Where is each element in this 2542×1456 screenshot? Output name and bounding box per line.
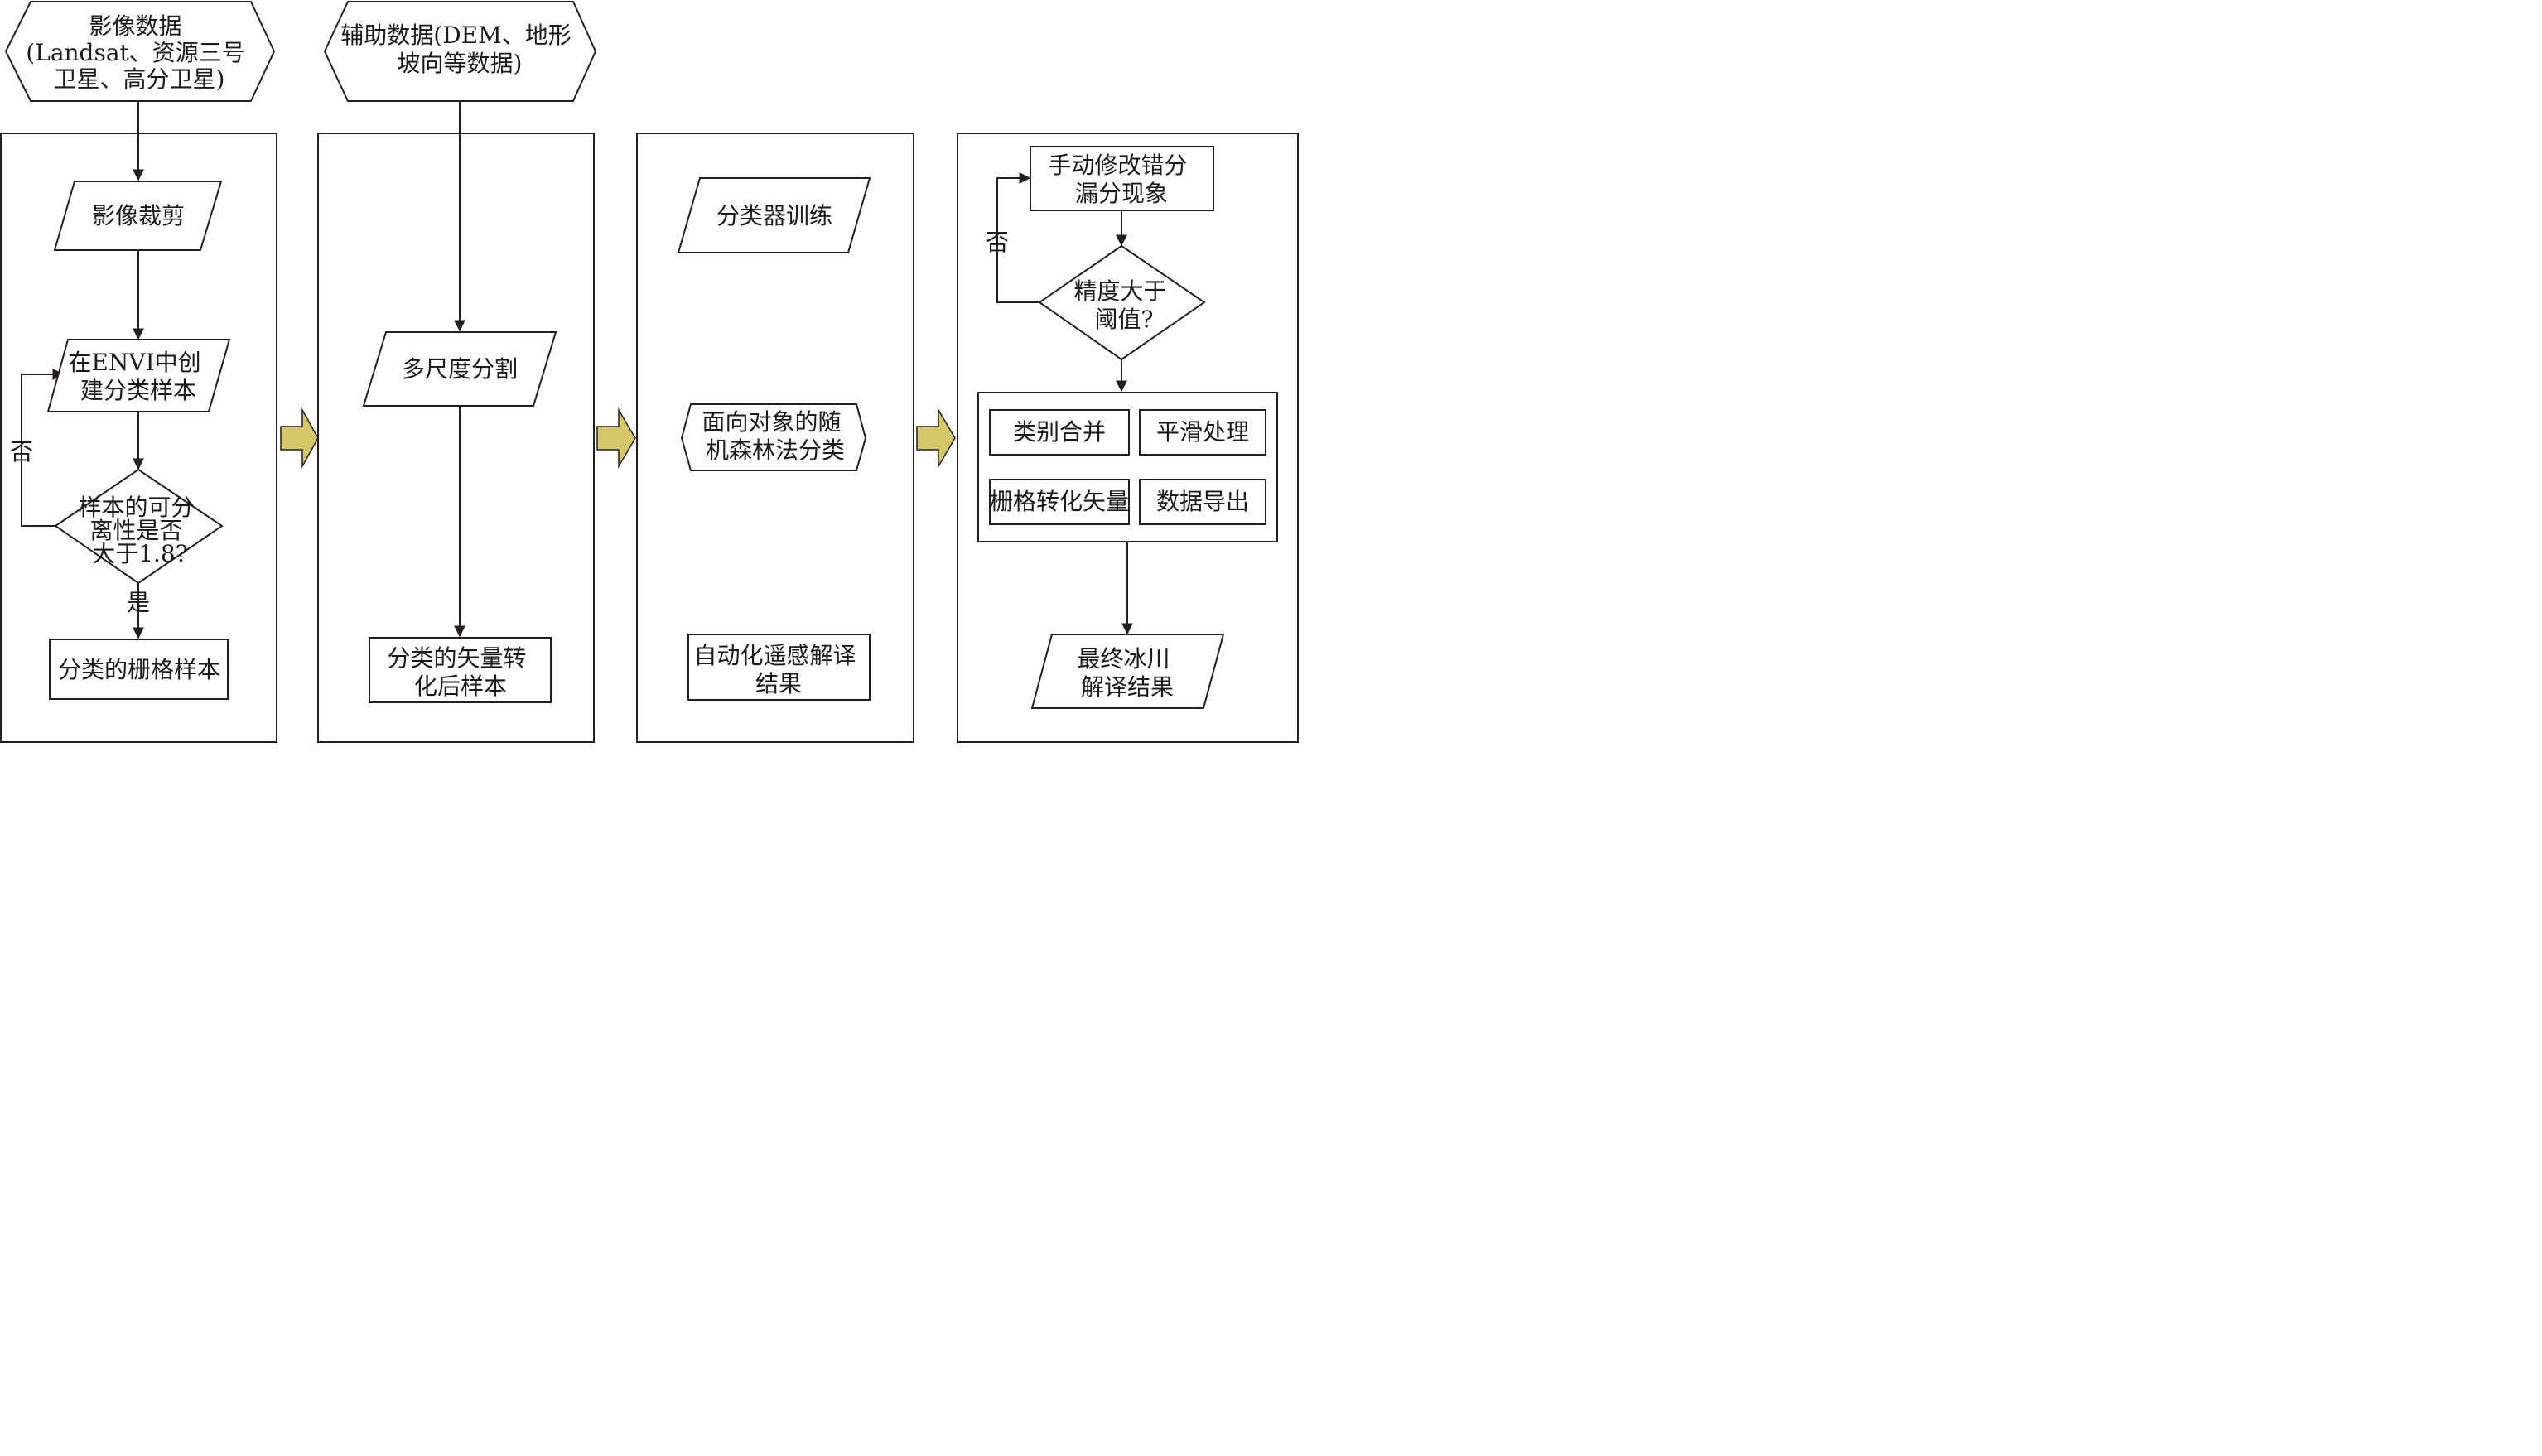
post-processing-group: 类别合并 平滑处理 栅格转化矢量 数据导出 [977,392,1278,542]
node-aux-data: 辅助数据(DEM、地形 坡向等数据) [323,0,597,102]
node-raster-to-vector: 栅格转化矢量 [989,479,1130,525]
big-arrow-1 [280,407,319,469]
node-random-forest-label: 面向对象的随 机森林法分类 [702,408,849,464]
node-raster-samples-label: 分类的栅格样本 [58,656,220,683]
arrow-accuracy-no-loop [996,172,1039,303]
big-arrow-3 [916,407,956,469]
node-segmentation: 多尺度分割 [362,331,557,407]
node-image-data-label: 影像数据 (Landsat、资源三号 卫星、高分卫星) [26,12,252,93]
node-image-data: 影像数据 (Landsat、资源三号 卫星、高分卫星) [4,0,276,102]
node-vector-samples-label: 分类的矢量转 化后样本 [388,644,534,700]
node-vector-samples: 分类的矢量转 化后样本 [369,637,552,703]
node-smooth: 平滑处理 [1139,409,1266,456]
decision-accuracy: 精度大于 阈值? [1038,244,1206,361]
node-create-samples: 在ENVI中创 建分类样本 [46,339,231,412]
node-create-samples-label: 在ENVI中创 建分类样本 [68,349,208,404]
arrow-decision-no-loop [21,369,65,527]
label-no-1: 否 [10,438,33,465]
node-aux-data-label: 辅助数据(DEM、地形 坡向等数据) [340,22,578,77]
node-merge-label: 类别合并 [1013,418,1106,446]
node-raster-to-vector-label: 栅格转化矢量 [990,488,1129,515]
node-raster-samples: 分类的栅格样本 [49,639,229,700]
glacier-interpretation-flowchart: 影像数据 (Landsat、资源三号 卫星、高分卫星) 辅助数据(DEM、地形 … [0,0,1299,743]
label-no-4: 否 [986,229,1009,256]
node-merge: 类别合并 [989,409,1130,456]
node-crop: 影像裁剪 [53,181,223,251]
node-training-label: 分类器训练 [716,202,832,229]
decision-separability-label: 样本的可分 离性是否 大于1.8? [79,494,202,567]
node-export-label: 数据导出 [1156,488,1249,515]
decision-separability: 样本的可分 离性是否 大于1.8? [54,468,224,585]
node-export: 数据导出 [1139,479,1266,525]
node-manual-fix-label: 手动修改错分 漏分现象 [1049,152,1195,207]
label-yes-1: 是 [127,589,150,616]
node-crop-label: 影像裁剪 [92,202,185,229]
node-manual-fix: 手动修改错分 漏分现象 [1030,146,1214,211]
node-segmentation-label: 多尺度分割 [402,355,518,383]
node-auto-result-label: 自动化遥感解译 结果 [694,642,864,697]
node-auto-result: 自动化遥感解译 结果 [687,634,871,701]
node-final-result-label: 最终冰川 解译结果 [1078,645,1178,701]
node-training: 分类器训练 [677,177,871,253]
node-smooth-label: 平滑处理 [1156,418,1249,446]
decision-accuracy-label: 精度大于 阈值? [1074,277,1175,333]
node-random-forest: 面向对象的随 机森林法分类 [680,403,867,471]
node-final-result: 最终冰川 解译结果 [1030,634,1225,709]
big-arrow-2 [596,407,636,469]
